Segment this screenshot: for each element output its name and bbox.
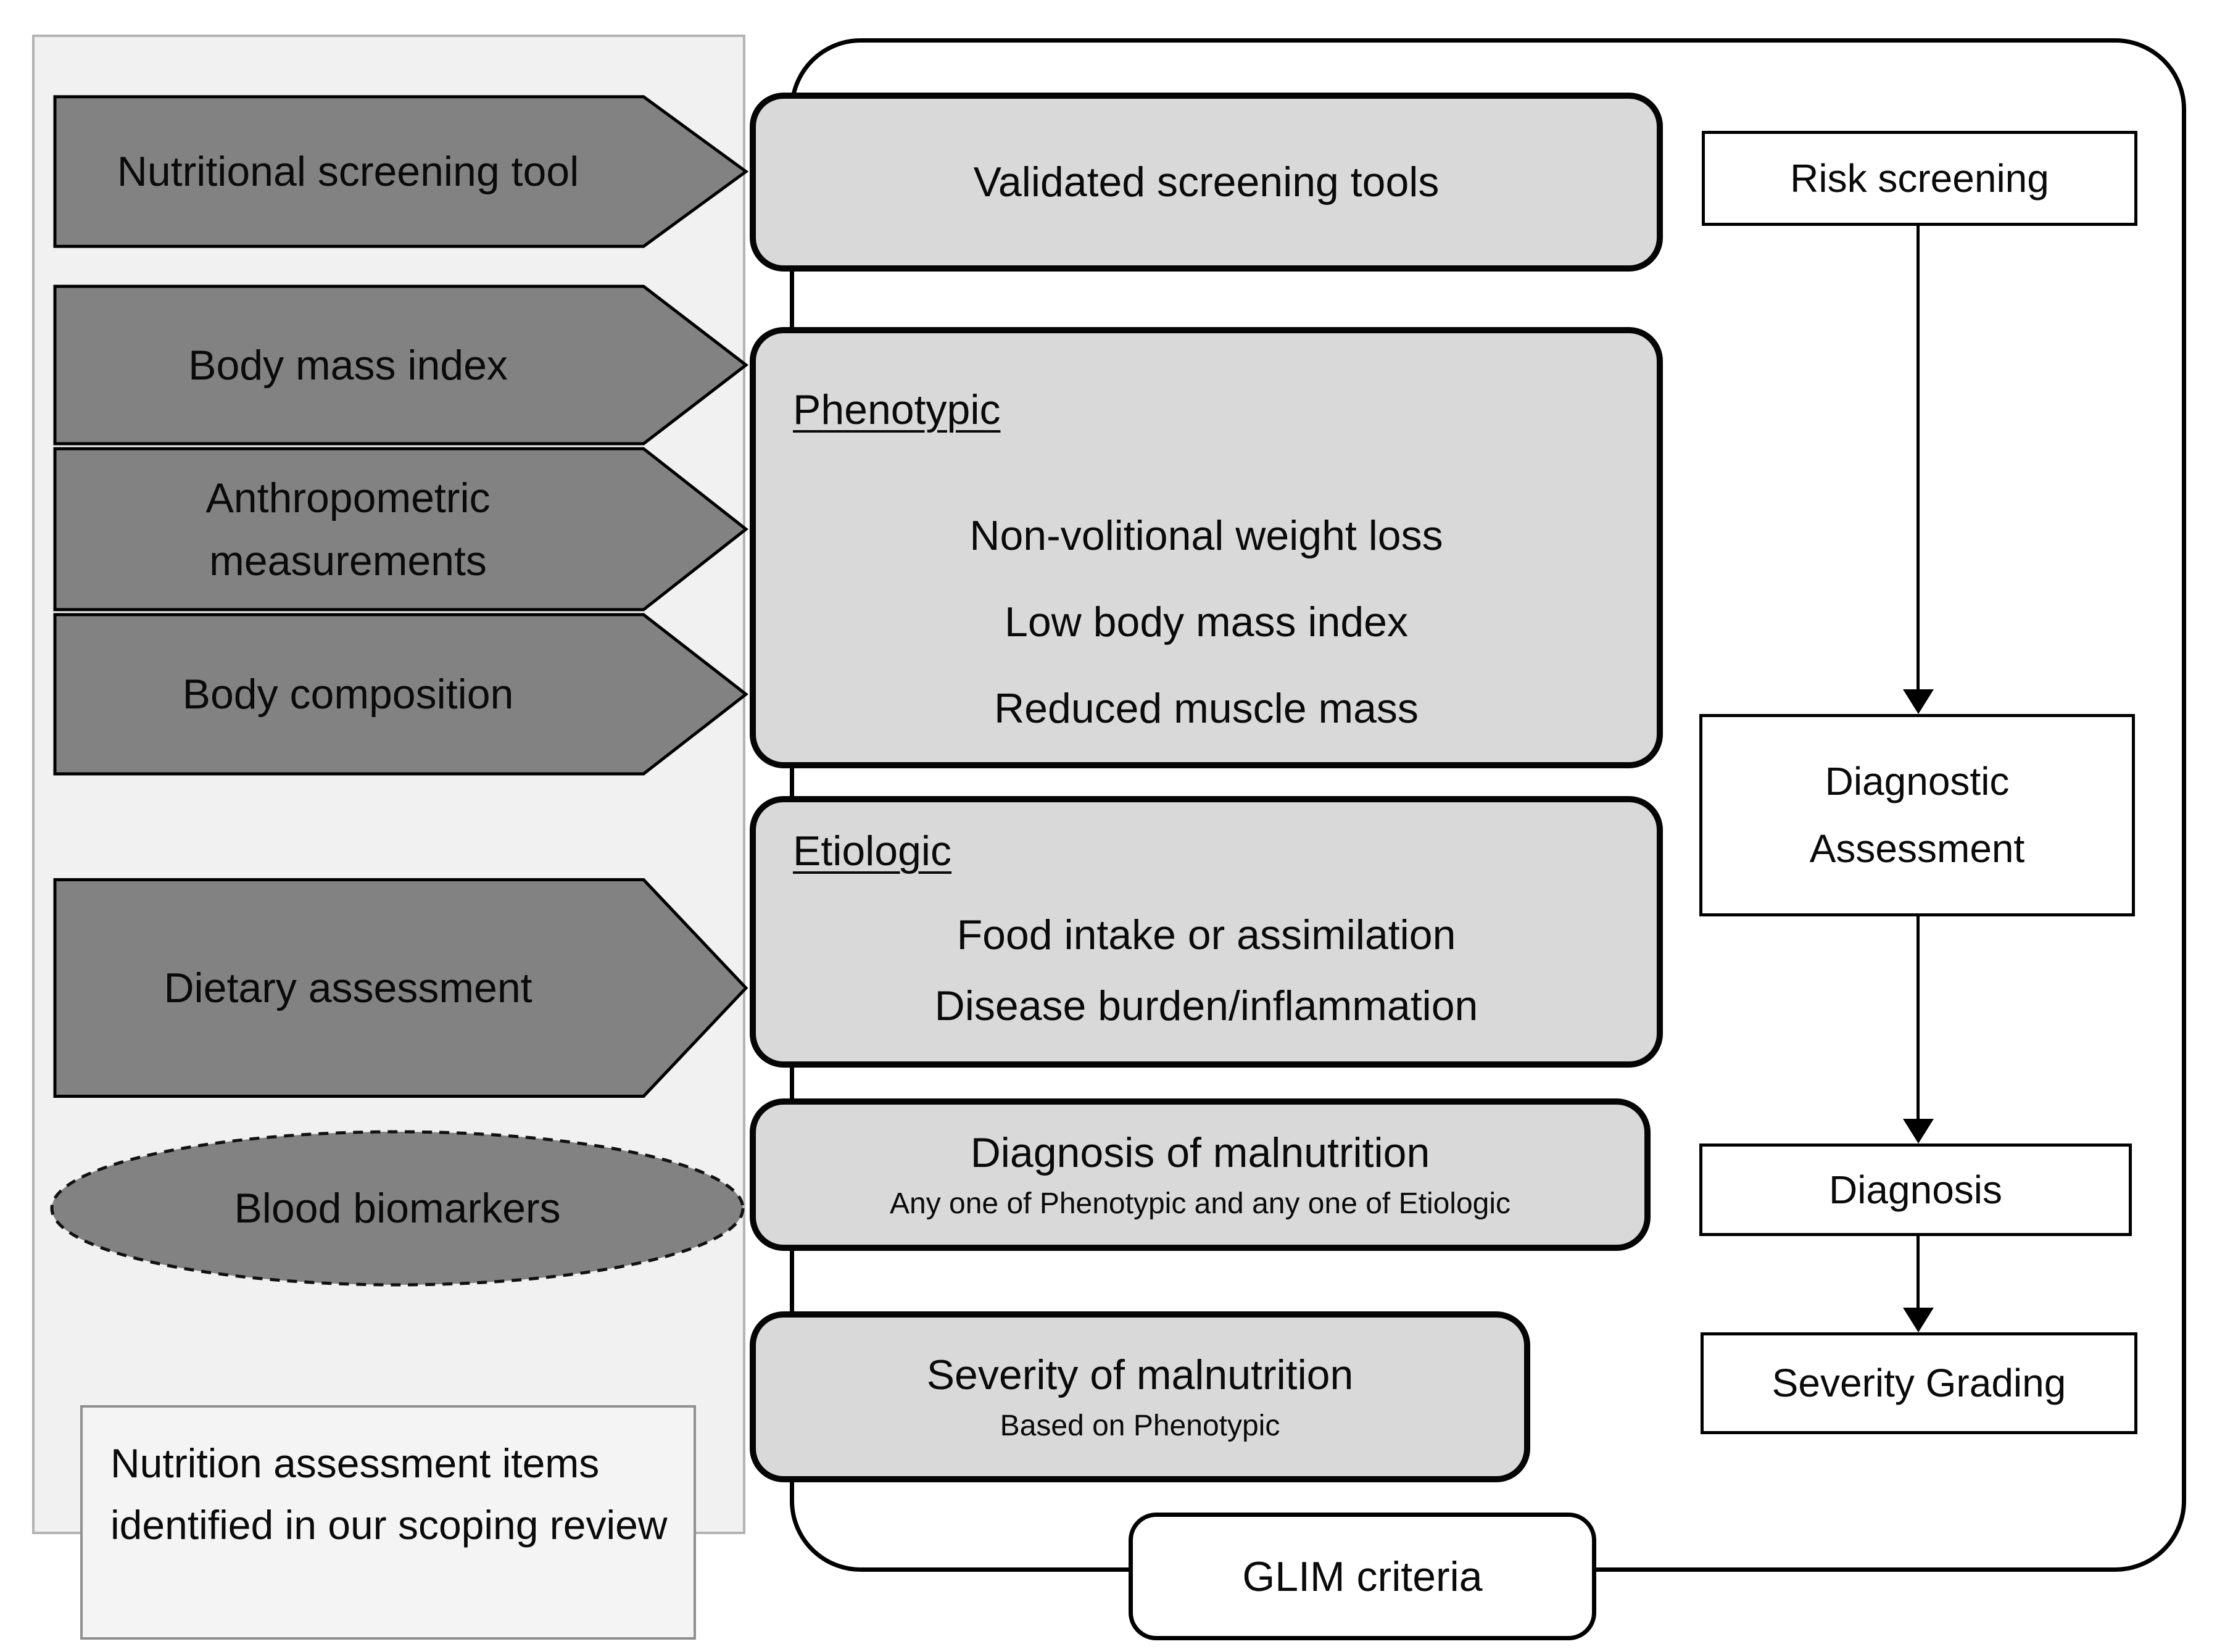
etiologic-items: Food intake or assimilation Disease burd…	[756, 900, 1657, 1042]
diagnosis-step: Diagnosis	[1699, 1144, 2132, 1236]
flow-arrowhead-2	[1903, 1119, 1934, 1144]
arrow-body-mass-index: Body mass index	[52, 284, 748, 446]
right-arrow-shape	[52, 876, 748, 1100]
glim-criteria-label-box: GLIM criteria	[1129, 1513, 1596, 1640]
flow-arrowhead-1	[1903, 689, 1934, 714]
dashed-ellipse-shape	[50, 1130, 745, 1287]
step-label: Diagnosis	[1828, 1167, 2003, 1212]
flow-arrow-line-3	[1917, 1236, 1920, 1309]
step-label: Diagnostic Assessment	[1809, 759, 2025, 871]
arrow-anthropometric-measurements: Anthropometric measurements	[52, 446, 748, 612]
diagnostic-assessment-step: Diagnostic Assessment	[1699, 714, 2135, 916]
step-label: Risk screening	[1790, 156, 2049, 201]
glim-label: GLIM criteria	[1242, 1553, 1483, 1600]
phenotypic-heading: Phenotypic	[793, 386, 1001, 433]
flow-arrow-line-1	[1917, 226, 1920, 691]
arrow-label: Anthropometric measurements	[205, 474, 491, 584]
box-title: Severity of malnutrition	[926, 1351, 1354, 1398]
flow-arrow-line-2	[1917, 916, 1920, 1120]
severity-of-malnutrition-box: Severity of malnutrition Based on Phenot…	[750, 1311, 1530, 1482]
arrow-label: Body composition	[182, 671, 514, 718]
right-arrow-shape	[52, 284, 748, 446]
box-title: Validated screening tools	[973, 159, 1440, 205]
phenotypic-item: Low body mass index	[1005, 599, 1408, 645]
box-subtitle: Any one of Phenotypic and any one of Eti…	[889, 1187, 1511, 1220]
arrow-dietary-assessment: Dietary assessment	[52, 876, 748, 1100]
right-arrow-shape	[52, 446, 748, 612]
flow-arrowhead-3	[1903, 1308, 1934, 1332]
arrow-body-composition: Body composition	[52, 612, 748, 776]
right-arrow-shape	[52, 612, 748, 776]
diagnosis-of-malnutrition-box: Diagnosis of malnutrition Any one of Phe…	[750, 1098, 1651, 1251]
arrow-label: Body mass index	[188, 341, 508, 389]
risk-screening-step: Risk screening	[1702, 131, 2137, 226]
phenotypic-items: Non-volitional weight loss Low body mass…	[756, 492, 1657, 752]
step-label: Severity Grading	[1772, 1361, 2066, 1406]
etiologic-box: Etiologic Food intake or assimilation Di…	[750, 796, 1663, 1068]
etiologic-heading: Etiologic	[793, 828, 952, 874]
box-title: Diagnosis of malnutrition	[970, 1129, 1430, 1176]
assessment-items-panel	[32, 35, 745, 1534]
arrow-label: Dietary assessment	[164, 965, 532, 1011]
arrow-nutritional-screening-tool: Nutritional screening tool	[52, 94, 748, 249]
ellipse-label: Blood biomarkers	[234, 1185, 561, 1232]
phenotypic-item: Non-volitional weight loss	[969, 512, 1443, 559]
validated-screening-tools-box: Validated screening tools	[750, 93, 1663, 272]
phenotypic-box: Phenotypic Non-volitional weight loss Lo…	[750, 327, 1663, 768]
phenotypic-item: Reduced muscle mass	[994, 685, 1419, 732]
arrow-label: Nutritional screening tool	[117, 148, 579, 195]
right-arrow-shape	[52, 94, 748, 249]
etiologic-item: Food intake or assimilation	[956, 911, 1456, 958]
caption-text: Nutrition assessment items identified in…	[110, 1440, 668, 1548]
panel-caption: Nutrition assessment items identified in…	[80, 1405, 696, 1640]
box-subtitle: Based on Phenotypic	[1000, 1409, 1280, 1442]
etiologic-item: Disease burden/inflammation	[934, 982, 1478, 1029]
blood-biomarkers-ellipse: Blood biomarkers	[47, 1128, 748, 1289]
severity-grading-step: Severity Grading	[1701, 1332, 2137, 1434]
